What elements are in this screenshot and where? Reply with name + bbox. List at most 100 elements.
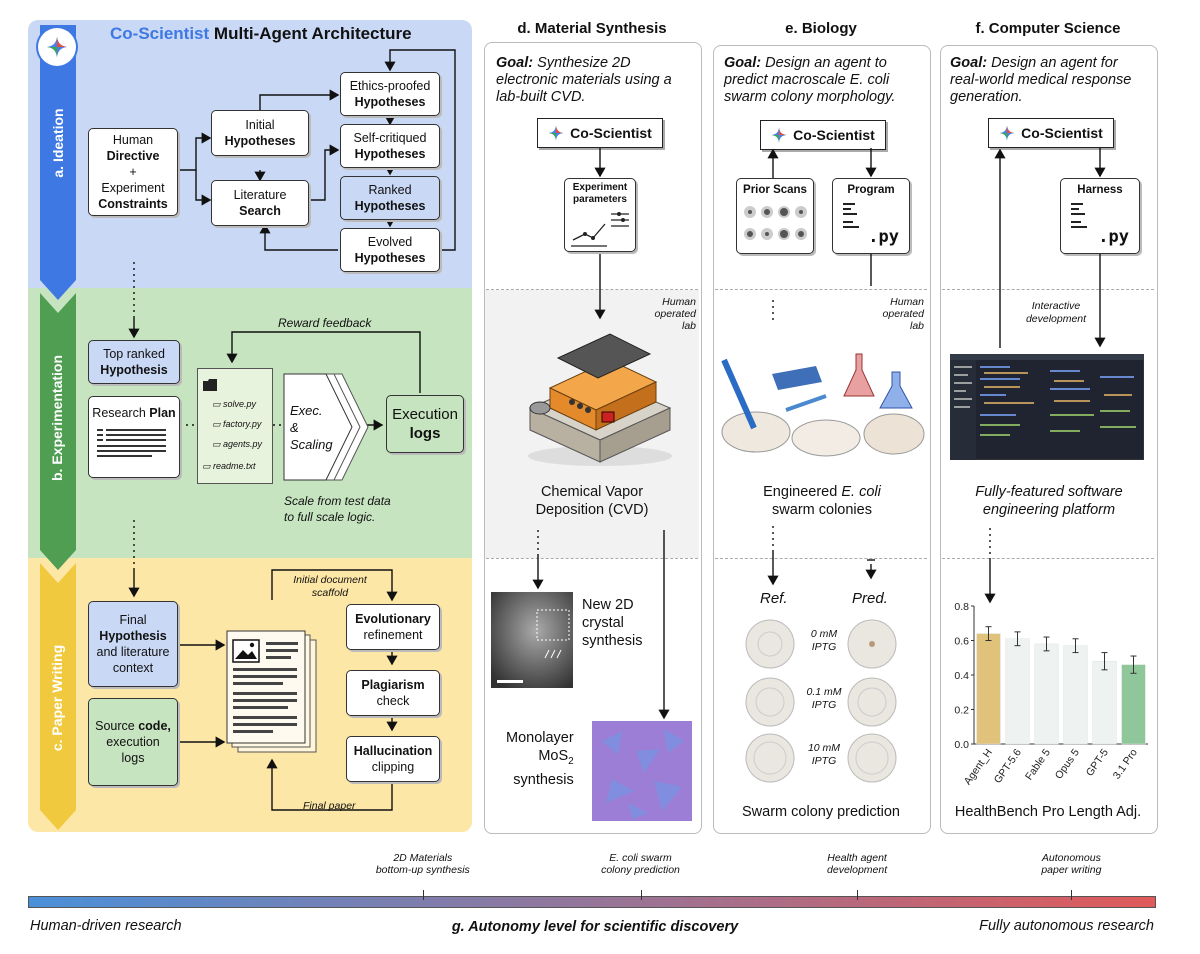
panel-d-goal: Goal: Synthesize 2D electronic materials…: [496, 55, 692, 106]
new2d-l2: crystal: [582, 615, 624, 631]
goal-label-f: Goal:: [950, 55, 988, 71]
source-l2: code,: [138, 719, 171, 733]
file-agents: ▭ agents.py: [212, 439, 262, 450]
program-label: Program: [847, 184, 895, 196]
x-tick-label: Opus 5: [1053, 747, 1082, 782]
human-directive-box: Human Directive + Experiment Constraints: [88, 128, 178, 216]
new2d-l1: New 2D: [582, 597, 634, 613]
file-icon: ▭: [212, 419, 221, 429]
mono-l2-line: MoS2: [506, 747, 573, 771]
file-solve-label: solve.py: [223, 399, 257, 409]
ethics-l1: Ethics-proofed: [349, 79, 431, 93]
execution-logs-box: Execution logs: [386, 395, 464, 453]
sparkle-icon: [46, 36, 68, 58]
final-l3: and literature: [96, 645, 170, 659]
timeline-tick: [1071, 890, 1073, 900]
file-solve: ▭ solve.py: [212, 399, 256, 410]
code-lines-icon: [1071, 203, 1087, 228]
pred-label: Pred.: [852, 590, 888, 607]
bar: [1121, 664, 1146, 745]
healthbench-title: HealthBench Pro Length Adj.: [954, 804, 1142, 820]
exp-l2: parameters: [573, 194, 627, 205]
source-l3: execution: [106, 735, 160, 749]
y-tick-label: 0.2: [954, 705, 969, 717]
platform-l1: Fully-featured software: [975, 484, 1123, 500]
top-l2: Hypothesis: [100, 363, 168, 377]
y-tick-label: 0.8: [954, 601, 969, 613]
plagiarism-check-box: Plagiarism check: [346, 670, 440, 716]
ecoli-em: E. coli: [841, 484, 881, 500]
architecture-connectors: [128, 49, 456, 811]
monolayer-caption: Monolayer MoS2 synthesis: [506, 729, 574, 789]
cs-label-f: Co-Scientist: [1021, 125, 1103, 141]
cond-1: 0.1 mM IPTG: [806, 686, 842, 711]
y-tick-label: 0.6: [954, 636, 969, 648]
human-l1: Human: [112, 133, 154, 147]
ecoli-l2: swarm colonies: [772, 502, 872, 518]
prior-scans-box: Prior Scans: [736, 178, 814, 254]
platform-l2: engineering platform: [982, 502, 1116, 518]
plan-l1: Research: [92, 406, 146, 420]
x-tick-label: GPT-5.6: [992, 747, 1024, 786]
panel-d-divider-1: [486, 289, 698, 290]
panel-e-title: e. Biology: [785, 20, 857, 37]
goal-label-e: Goal:: [724, 55, 762, 71]
co-scientist-logo: [38, 28, 76, 66]
bar: [1063, 645, 1088, 745]
file-icon: ▭: [212, 439, 221, 449]
bar: [1034, 643, 1059, 745]
ide-screenshot-image: [950, 354, 1144, 460]
new-2d-caption: New 2D crystal synthesis: [582, 596, 642, 650]
final-l4: context: [112, 661, 154, 675]
interactive-dev-label: Interactive development: [1025, 300, 1087, 325]
panel-e-divider-1: [715, 289, 927, 290]
exec-scaling-chevrons: [283, 373, 369, 481]
brand-name: Co-Scientist: [110, 24, 210, 43]
initial-hypotheses-box: Initial Hypotheses: [211, 110, 309, 156]
evo-l1: Evolutionary: [355, 612, 431, 626]
evolutionary-refinement-box: Evolutionary refinement: [346, 604, 440, 650]
marker-line2: development: [827, 864, 888, 876]
program-py: .py: [868, 227, 899, 247]
lab-equipment-image: [721, 353, 925, 457]
swarm-plates-image: [745, 619, 897, 783]
file-icon: ▭: [202, 461, 211, 471]
program-box: Program .py: [832, 178, 910, 254]
top-l1: Top ranked: [103, 347, 165, 361]
x-tick-label: GPT-5: [1084, 747, 1111, 779]
scaffold-label: Initial document scaffold: [293, 574, 367, 599]
evolved-l1: Evolved: [367, 235, 413, 249]
timeline-tick: [640, 890, 642, 900]
logs-l2: logs: [409, 425, 441, 442]
marker-line1: E. coli swarm: [609, 852, 672, 864]
file-icon: ▭: [212, 399, 221, 409]
harness-py: .py: [1098, 227, 1129, 247]
source-l1: Source: [95, 719, 135, 733]
exec-l3: Scaling: [290, 437, 333, 452]
mono-l3: synthesis: [513, 771, 574, 788]
autonomy-timeline: [28, 896, 1156, 908]
panel-d-lab-label: Human operated lab: [654, 296, 696, 332]
self-l1: Self-critiqued: [353, 131, 427, 145]
source-code-box: Source code, execution logs: [88, 698, 178, 786]
co-scientist-e: Co-Scientist: [760, 120, 886, 150]
panel-d-title: d. Material Synthesis: [517, 20, 667, 37]
document-lines-icon: [97, 429, 166, 457]
goal-text-d: Synthesize 2D electronic materials using…: [496, 55, 672, 105]
petri-scans-icon: [744, 206, 807, 240]
section-band: [40, 25, 76, 830]
literature-search-box: Literature Search: [211, 180, 309, 226]
evolved-l2: Hypotheses: [354, 251, 426, 265]
plan-l2: Plan: [149, 406, 176, 420]
marker-line1: Health agent: [827, 852, 887, 864]
timeline-right-label: Fully autonomous research: [979, 918, 1154, 934]
human-l3: +: [129, 165, 137, 179]
panel-d-divider-2: [486, 558, 698, 559]
mono-l2: MoS: [538, 748, 569, 764]
exec-scaling-label: Exec. & Scaling: [290, 402, 333, 453]
co-scientist-d: Co-Scientist: [537, 118, 663, 148]
panel-e-caption: Engineered E. coli swarm colonies: [722, 483, 922, 519]
cond-0: 0 mM IPTG: [810, 628, 838, 653]
